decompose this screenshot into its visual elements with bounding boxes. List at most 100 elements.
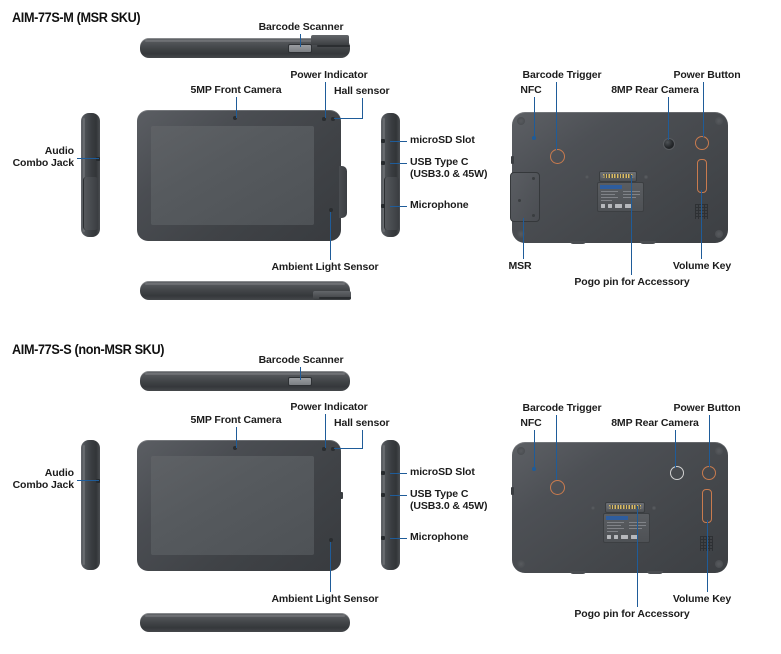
label-cert-mark-1 <box>601 204 605 208</box>
ambient-light-sensor-non-msr <box>329 538 333 542</box>
label-brand-bar <box>606 516 628 520</box>
leader-pogo-pin-non-msr <box>637 506 639 607</box>
callout-nfc-msr: NFC <box>520 84 542 96</box>
rear-camera-lens-non-msr <box>670 466 684 480</box>
leader-hall-sensor-v-non-msr <box>362 430 364 449</box>
rear-screw-right <box>644 175 648 179</box>
callout-audio-combo-jack-line2: Combo Jack <box>12 478 75 491</box>
rear-corner-br <box>715 560 723 568</box>
microsd-slot-port-msr <box>381 139 385 143</box>
side-highlight <box>383 118 385 232</box>
label-brand-bar <box>600 185 622 189</box>
callout-nfc-non-msr: NFC <box>520 417 542 429</box>
leader-microphone-msr <box>390 206 407 208</box>
leader-rear-camera-non-msr <box>675 430 677 468</box>
pogo-nub-right <box>632 175 635 178</box>
msr-tab-lip-top <box>317 45 350 47</box>
callout-microsd-slot-non-msr: microSD Slot <box>410 466 475 478</box>
leader-usb-type-c-non-msr <box>390 495 407 497</box>
bottom-edge-view-non-msr <box>140 613 350 632</box>
nfc-point-non-msr <box>532 467 536 471</box>
label-cert-mark-fc <box>625 204 632 208</box>
msr-tab-top-edge <box>311 35 349 45</box>
callout-barcode-trigger-msr: Barcode Trigger <box>522 69 602 81</box>
label-text-line-5 <box>601 197 618 198</box>
rear-screw-left <box>591 506 595 510</box>
edge-highlight <box>145 373 345 375</box>
product-label-plate-non-msr <box>603 513 650 543</box>
rear-left-edge-notch <box>511 156 514 164</box>
callout-usb-type-c-msr: USB Type C (USB3.0 & 45W) <box>410 156 488 180</box>
leader-barcode-scanner-msr <box>300 34 302 47</box>
callout-power-indicator-msr: Power Indicator <box>290 69 368 81</box>
power-button-non-msr[interactable] <box>702 466 716 480</box>
side-highlight <box>383 445 385 565</box>
rear-foot-right <box>647 571 663 574</box>
leader-ambient-light-sensor-msr <box>330 212 332 260</box>
label-text-line-7 <box>607 531 618 532</box>
label-cert-mark-ce <box>621 535 628 539</box>
volume-key-non-msr[interactable] <box>702 489 712 523</box>
label-text-line-1 <box>601 191 618 192</box>
leader-nfc-msr <box>534 97 536 138</box>
edge-highlight <box>145 283 345 285</box>
leader-audio-combo-jack-non-msr <box>77 480 99 482</box>
rear-corner-bl <box>517 230 525 238</box>
rear-corner-br <box>715 230 723 238</box>
msr-tab-lip-bottom <box>319 297 351 299</box>
microphone-port-non-msr <box>381 536 385 540</box>
rear-corner-tl <box>517 117 525 125</box>
leader-power-button-msr <box>703 82 705 137</box>
rear-corner-tl <box>517 447 525 455</box>
right-side-msr-module-msr <box>384 177 399 230</box>
callout-pogo-pin-non-msr: Pogo pin for Accessory <box>574 608 690 620</box>
power-button-msr[interactable] <box>695 136 709 150</box>
msr-tab-bottom-edge <box>313 291 351 300</box>
front-view-non-msr <box>137 440 343 571</box>
callout-audio-combo-jack-non-msr: Audio Combo Jack <box>2 467 75 491</box>
front-camera-msr <box>233 116 237 120</box>
callout-ambient-light-sensor-msr: Ambient Light Sensor <box>271 261 379 273</box>
rear-corner-tr <box>715 117 723 125</box>
callout-usb-type-c-line1: USB Type C <box>410 488 469 500</box>
front-camera-non-msr <box>233 446 237 450</box>
leader-barcode-trigger-non-msr <box>556 415 558 480</box>
leader-microphone-non-msr <box>390 538 407 540</box>
edge-highlight <box>145 40 345 42</box>
pogo-nub-right <box>640 506 643 509</box>
leader-power-indicator-non-msr <box>325 414 327 448</box>
label-text-line-6 <box>629 528 642 529</box>
volume-key-msr[interactable] <box>697 159 707 193</box>
rear-corner-tr <box>715 447 723 455</box>
top-edge-view-non-msr <box>140 371 350 391</box>
label-cert-mark-fc <box>631 535 638 539</box>
leader-usb-type-c-msr <box>390 163 407 165</box>
callout-hall-sensor-msr: Hall sensor <box>334 85 390 97</box>
label-text-line-3 <box>607 525 621 526</box>
label-text-line-1 <box>607 522 624 523</box>
left-side-msr-module-msr <box>83 177 98 230</box>
microphone-port-msr <box>381 204 385 208</box>
leader-microsd-slot-msr <box>390 141 407 143</box>
callout-rear-camera-non-msr: 8MP Rear Camera <box>611 417 699 429</box>
callout-audio-combo-jack-line2: Combo Jack <box>12 156 75 169</box>
label-cert-mark-1 <box>607 535 611 539</box>
edge-highlight <box>145 615 345 617</box>
rear-foot-left <box>570 571 586 574</box>
product-label-plate-msr <box>597 182 644 212</box>
pogo-pin-connector-msr <box>599 171 637 182</box>
barcode-trigger-button-non-msr[interactable] <box>550 480 565 495</box>
callout-pogo-pin-msr: Pogo pin for Accessory <box>574 276 690 288</box>
section-title-non-msr: AIM-77S-S (non-MSR SKU) <box>12 342 165 357</box>
callout-microsd-slot-msr: microSD Slot <box>410 134 475 146</box>
rear-foot-left <box>570 241 586 244</box>
callout-usb-type-c-line2: (USB3.0 & 45W) <box>410 167 488 180</box>
callout-power-indicator-non-msr: Power Indicator <box>290 401 368 413</box>
section-title-msr: AIM-77S-M (MSR SKU) <box>12 10 141 25</box>
barcode-trigger-button-msr[interactable] <box>550 149 565 164</box>
rear-screw-left <box>585 175 589 179</box>
leader-pogo-pin-msr <box>631 175 633 275</box>
callout-audio-combo-jack-msr: Audio Combo Jack <box>2 145 75 169</box>
section-aim-77s-m: AIM-77S-M (MSR SKU) Barcode Scanner Audi… <box>2 10 741 300</box>
leader-barcode-trigger-msr <box>556 82 558 150</box>
